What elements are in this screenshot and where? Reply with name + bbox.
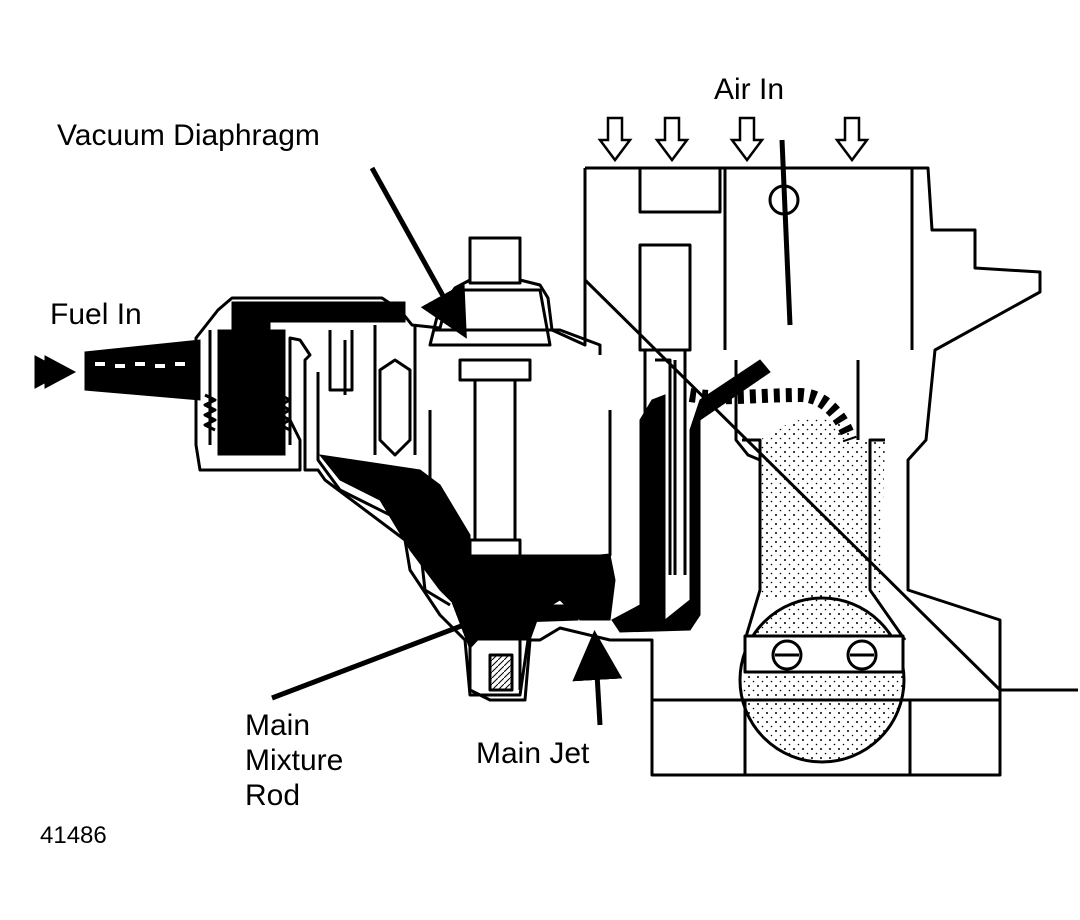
vacuum-diaphragm-leader (369, 166, 467, 339)
fuel-passage-top (231, 301, 406, 331)
throttle-plate (738, 596, 906, 764)
main-mixture-rod-label-line1: Main (245, 709, 311, 742)
jet-channel (519, 604, 579, 623)
fuel-in-label: Fuel In (50, 298, 142, 331)
figure-number: 41486 (40, 822, 107, 849)
fuel-spray (760, 416, 885, 600)
main-mixture-rod-label-line3: Rod (245, 779, 301, 812)
main-mixture-rod-leader (271, 602, 508, 701)
choke-plate (779, 139, 793, 326)
fuel-inlet-fuel (217, 329, 286, 456)
fuel-passage-right (611, 359, 771, 633)
choke-shaft (768, 184, 800, 216)
vacuum-diaphragm-label: Vacuum Diaphragm (57, 119, 320, 152)
main-mixture-rod-label-line2: Mixture (245, 744, 344, 777)
main-jet-label: Main Jet (476, 737, 590, 770)
main-well-tube (638, 243, 692, 352)
air-in-label: Air In (714, 73, 785, 106)
air-in-arrows (597, 116, 870, 163)
fuel-inlet-fitting (84, 339, 201, 401)
fuel-bubble-passage (688, 387, 857, 443)
vent-slot (638, 166, 722, 214)
carburetor-body-outline (194, 166, 1078, 777)
main-jet-leader (572, 630, 623, 726)
